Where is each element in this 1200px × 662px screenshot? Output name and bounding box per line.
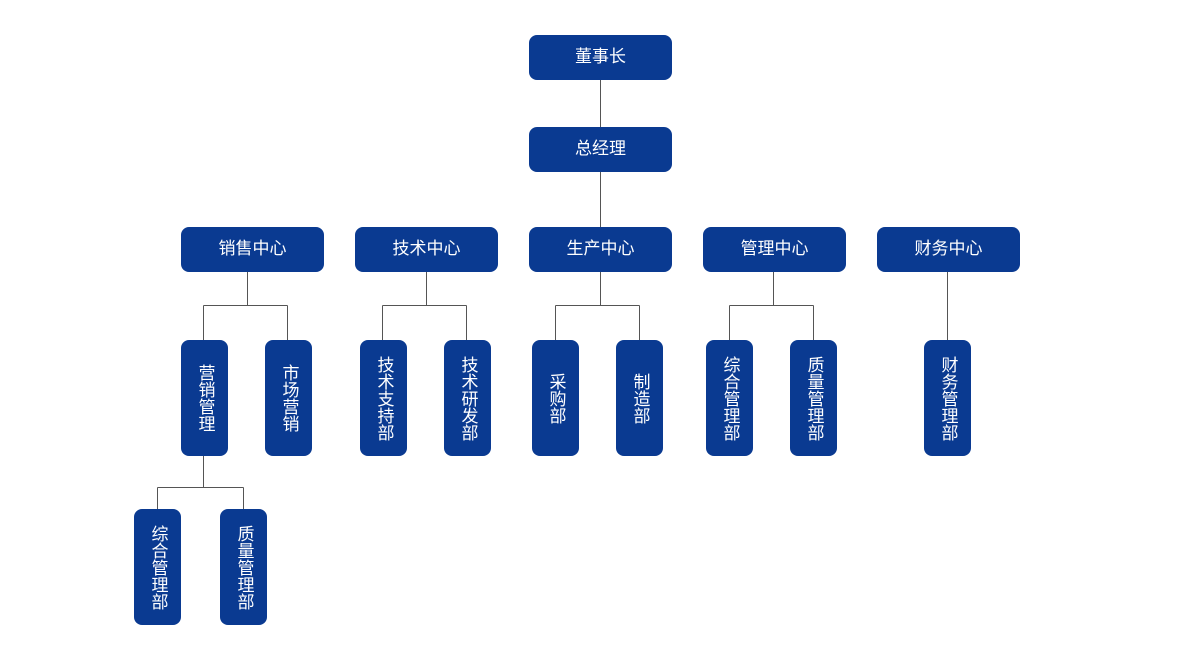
node-general-management: 综合管理部	[706, 340, 753, 456]
node-production-center: 生产中心	[529, 227, 672, 272]
node-sales-center: 销售中心	[181, 227, 324, 272]
node-finance-management: 财务管理部	[924, 340, 971, 456]
node-sub-general-management: 综合管理部	[134, 509, 181, 625]
node-manufacturing: 制造部	[616, 340, 663, 456]
node-chairman: 董事长	[529, 35, 672, 80]
node-tech-center: 技术中心	[355, 227, 498, 272]
node-sub-quality-management: 质量管理部	[220, 509, 267, 625]
node-finance-center: 财务中心	[877, 227, 1020, 272]
node-general-manager: 总经理	[529, 127, 672, 172]
node-marketing-management: 营销管理	[181, 340, 228, 456]
node-purchasing: 采购部	[532, 340, 579, 456]
node-quality-management: 质量管理部	[790, 340, 837, 456]
node-market-sales: 市场营销	[265, 340, 312, 456]
node-tech-rd: 技术研发部	[444, 340, 491, 456]
node-tech-support: 技术支持部	[360, 340, 407, 456]
node-management-center: 管理中心	[703, 227, 846, 272]
